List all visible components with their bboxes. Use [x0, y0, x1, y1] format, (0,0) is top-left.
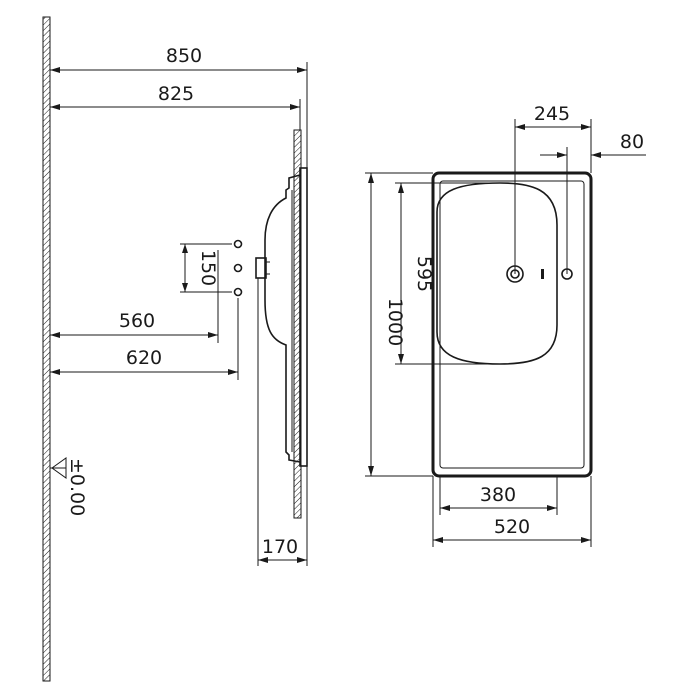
supply-connection-lower — [233, 287, 243, 297]
dim-520: 520 — [432, 476, 592, 547]
dim-620: 620 — [50, 298, 239, 380]
dim-825: 825 — [50, 83, 301, 130]
dim-560-label: 560 — [119, 310, 155, 332]
supply-connection-upper — [233, 239, 243, 249]
dim-560: 560 — [50, 250, 219, 343]
basin-side-view — [233, 129, 308, 519]
floor-level-marker: ±0.00 — [50, 457, 88, 516]
dim-520-label: 520 — [494, 516, 530, 538]
dim-245: 245 — [514, 103, 592, 274]
dim-380: 380 — [439, 476, 558, 515]
dim-595-label: 595 — [413, 256, 435, 292]
dim-80: 80 — [540, 131, 646, 274]
dim-80-label: 80 — [620, 131, 644, 153]
dim-150-label: 150 — [197, 250, 219, 286]
floor-level-label: ±0.00 — [66, 458, 88, 516]
dim-380-label: 380 — [480, 484, 516, 506]
dim-1000: 1000 — [365, 172, 433, 477]
dim-170-label: 170 — [262, 536, 298, 558]
dim-150: 150 — [180, 243, 232, 293]
supply-connection-middle — [233, 263, 243, 273]
dim-825-label: 825 — [158, 83, 194, 105]
dim-1000-label: 1000 — [384, 298, 406, 346]
wall — [42, 16, 51, 682]
dim-595: 595 — [395, 182, 500, 365]
dim-850-label: 850 — [166, 45, 202, 67]
overflow-slot — [541, 269, 544, 279]
dim-850: 850 — [50, 45, 308, 168]
dim-620-label: 620 — [126, 347, 162, 369]
dim-170: 170 — [257, 278, 308, 566]
dim-245-label: 245 — [534, 103, 570, 125]
